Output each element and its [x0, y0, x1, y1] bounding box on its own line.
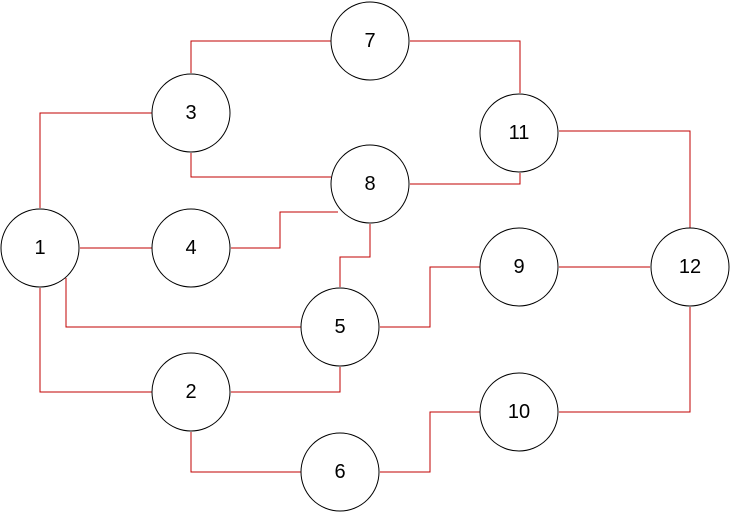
node-7-label: 7	[364, 30, 375, 52]
edge-10-12	[559, 307, 691, 413]
edge-7-11	[410, 40, 521, 93]
edge-2-6	[190, 432, 301, 473]
edge-6-10	[380, 411, 480, 473]
node-9-circle	[479, 227, 559, 307]
edge-2-5	[231, 367, 341, 393]
node-1-label: 1	[34, 237, 45, 259]
node-2: 2	[151, 352, 231, 432]
node-8-circle	[330, 144, 410, 224]
node-7: 7	[330, 1, 410, 81]
node-8: 8	[330, 144, 410, 224]
node-10-circle	[479, 372, 559, 452]
node-7-circle	[330, 1, 410, 81]
node-1: 1	[0, 208, 80, 288]
edge-4-8	[231, 211, 338, 249]
node-1-circle	[0, 208, 80, 288]
edge-1-2	[39, 288, 152, 393]
edge-1-5	[65, 278, 301, 328]
node-9: 9	[479, 227, 559, 307]
node-3-label: 3	[185, 102, 196, 124]
node-6: 6	[300, 432, 380, 512]
node-5-circle	[300, 287, 380, 367]
node-8-label: 8	[364, 173, 375, 195]
node-12: 12	[650, 227, 730, 307]
edge-3-7	[190, 40, 331, 73]
node-5: 5	[300, 287, 380, 367]
node-5-label: 5	[334, 316, 345, 338]
node-3: 3	[151, 73, 231, 153]
node-12-circle	[650, 227, 730, 307]
node-4-circle	[151, 208, 231, 288]
node-11-circle	[479, 93, 559, 173]
node-10: 10	[479, 372, 559, 452]
edge-11-12	[559, 130, 691, 228]
node-6-label: 6	[334, 461, 345, 483]
node-12-label: 12	[679, 256, 701, 278]
node-6-circle	[300, 432, 380, 512]
edge-8-11	[410, 173, 521, 185]
edge-5-8	[339, 224, 371, 287]
edge-5-9	[380, 266, 480, 328]
node-4-label: 4	[185, 237, 196, 259]
node-9-label: 9	[513, 256, 524, 278]
node-2-label: 2	[185, 381, 196, 403]
edge-1-3	[39, 112, 152, 208]
node-2-circle	[151, 352, 231, 432]
node-10-label: 10	[508, 401, 530, 423]
node-11-label: 11	[509, 122, 530, 144]
edge-3-8	[190, 153, 331, 178]
node-3-circle	[151, 73, 231, 153]
node-11: 11	[479, 93, 559, 173]
node-4: 4	[151, 208, 231, 288]
edges-layer	[39, 40, 691, 473]
